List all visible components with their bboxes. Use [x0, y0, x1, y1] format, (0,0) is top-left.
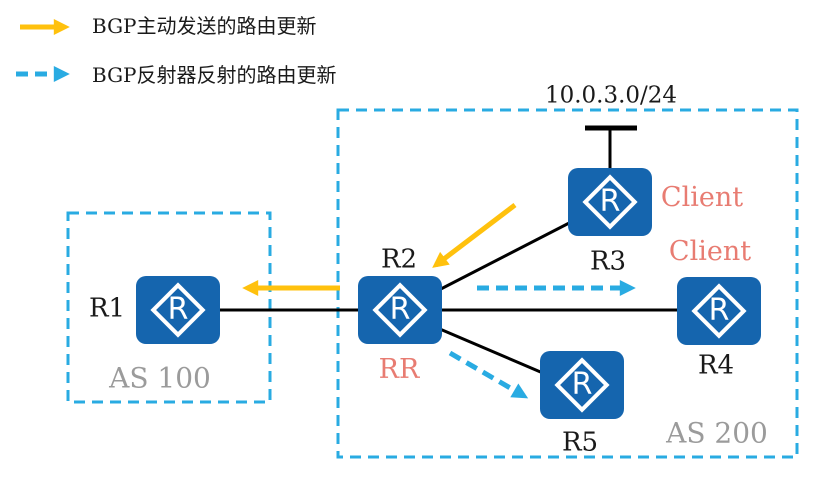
router-r1: R [136, 276, 220, 344]
router-r4: R [677, 277, 761, 345]
router-label-r2: R2 [380, 244, 418, 275]
router-letter-icon: R [167, 292, 189, 327]
as200-label: AS 200 [666, 416, 768, 450]
router-letter-icon: R [571, 367, 593, 402]
router-letter-icon: R [389, 292, 411, 327]
reflected-route-arrow-r2-to-r5 [448, 350, 529, 399]
as100-label: AS 100 [109, 361, 211, 395]
router-letter-icon: R [599, 184, 621, 219]
client-role-label-r4: Client [668, 236, 752, 268]
router-r5: R [540, 351, 624, 419]
router-r2: R [358, 276, 442, 344]
rr-role-label: RR [378, 354, 420, 386]
advertised-route-arrow-r3-to-r2 [432, 203, 517, 268]
client-role-label-r3: Client [660, 182, 744, 214]
as100-boundary [66, 211, 272, 404]
router-label-r3: R3 [589, 246, 627, 277]
legend-label-reflected: BGP反射器反射的路由更新 [92, 63, 337, 87]
router-label-r1: R1 [88, 293, 126, 324]
router-letter-icon: R [708, 293, 730, 328]
as200-boundary [336, 108, 799, 459]
router-label-r5: R5 [561, 427, 599, 458]
subnet-label: 10.0.3.0/24 [544, 82, 678, 109]
router-label-r4: R4 [697, 350, 735, 381]
router-r3: R [568, 168, 652, 236]
legend-label-advertised: BGP主动发送的路由更新 [92, 14, 317, 38]
